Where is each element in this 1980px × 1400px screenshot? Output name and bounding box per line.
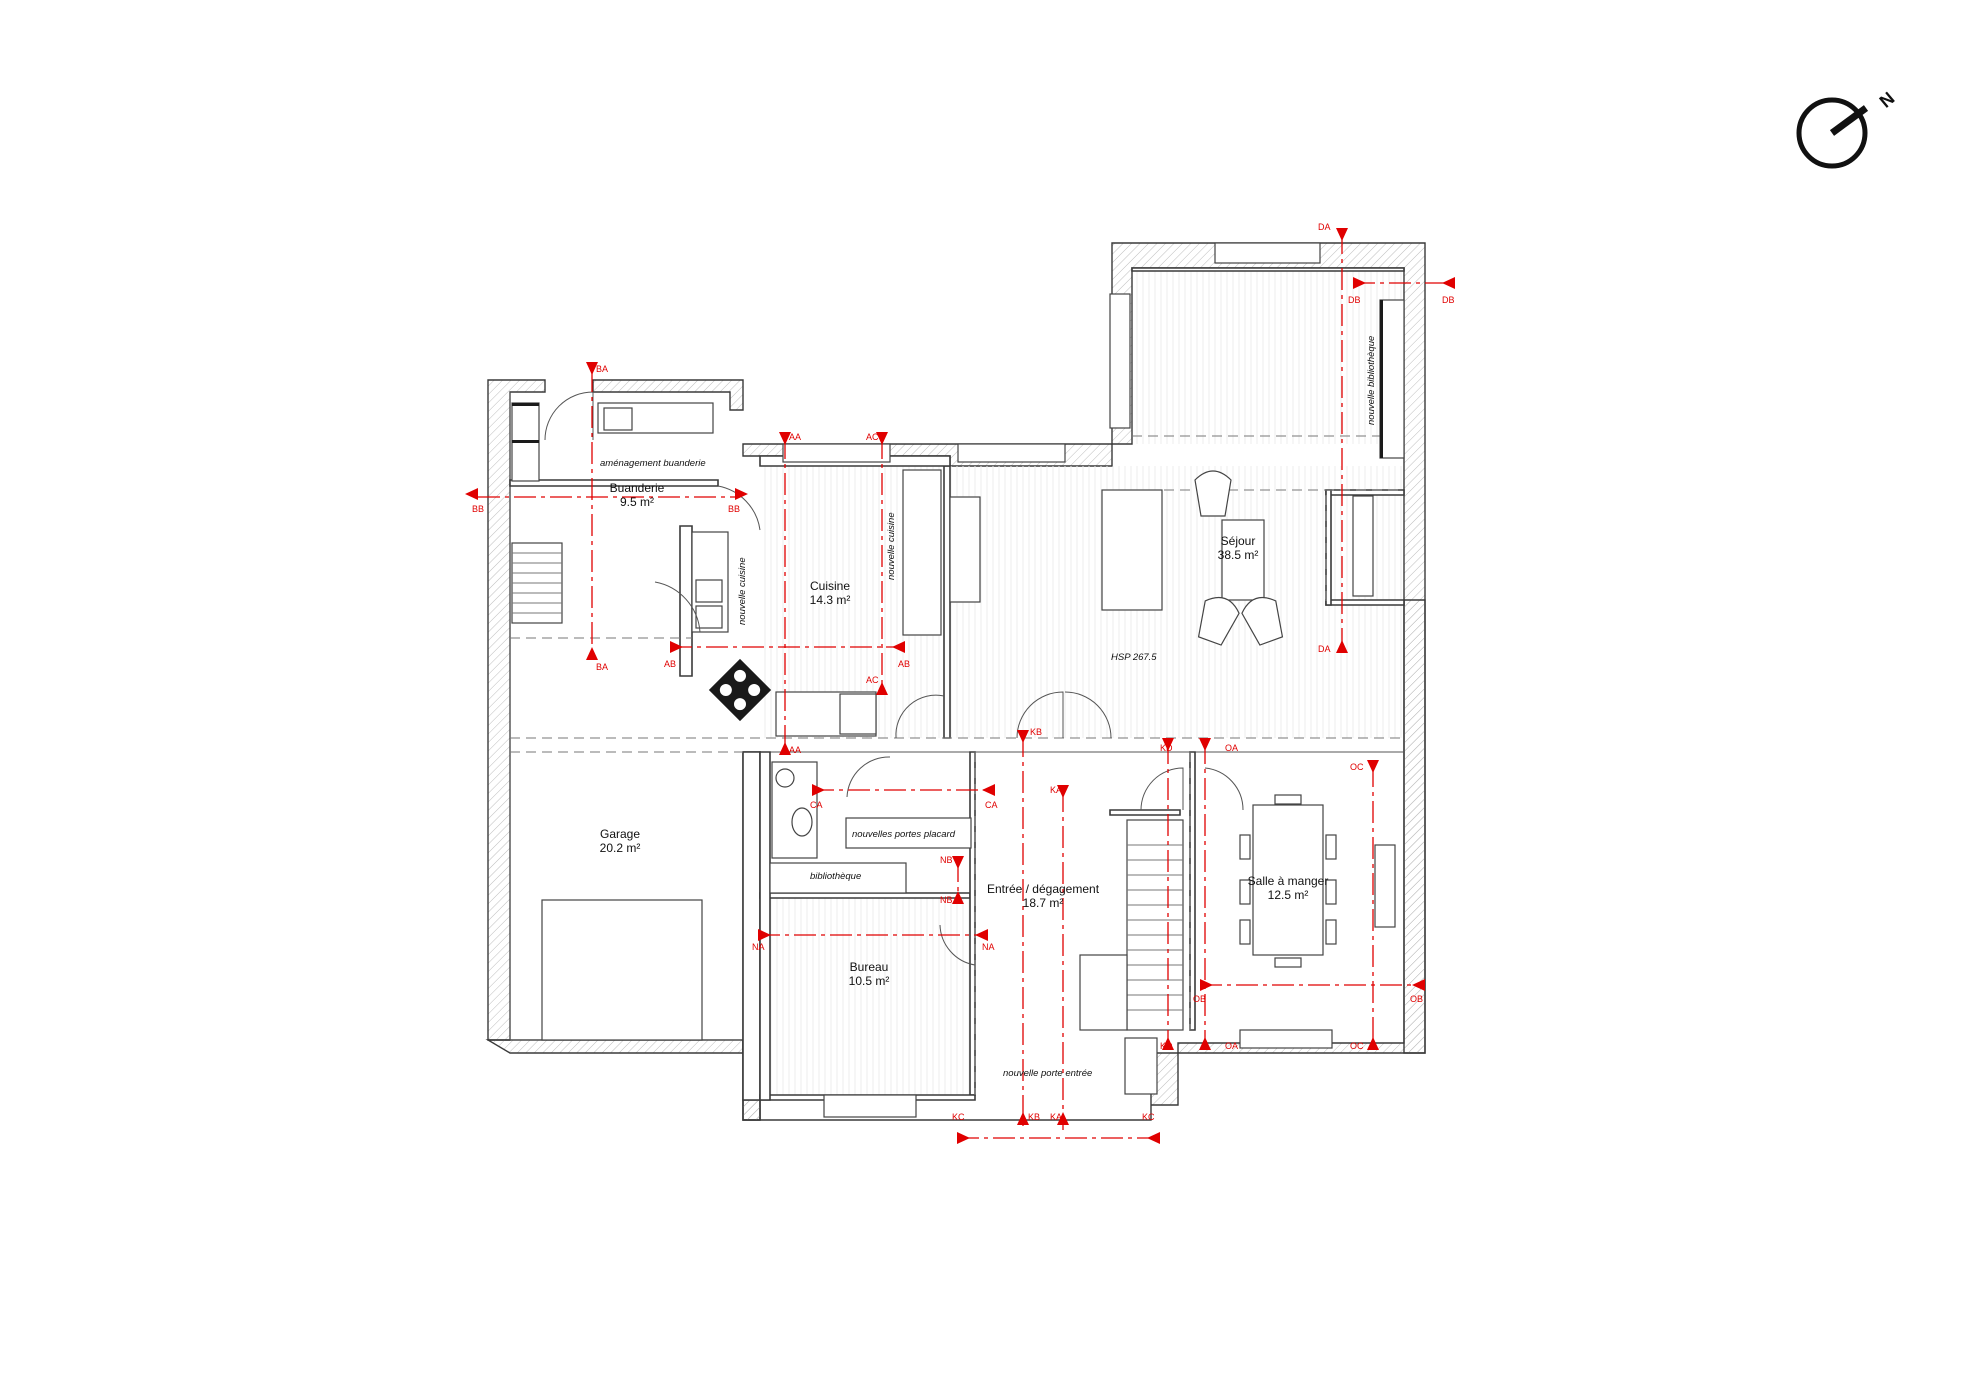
room-name-garage: Garage: [600, 827, 640, 841]
marker-AC-top: AC: [866, 432, 879, 442]
marker-NA-left: NA: [752, 942, 765, 952]
note-nouvelle-bibliotheque: nouvelle bibliothèque: [1366, 336, 1377, 425]
note-nouvelle-porte-entree: nouvelle porte entrée: [1003, 1068, 1092, 1079]
note-nouvelle-cuisine-left: nouvelle cuisine: [737, 557, 748, 625]
marker-AC-bottom: AC: [866, 675, 879, 685]
room-area-buanderie: 9.5 m²: [620, 495, 654, 509]
marker-OA-bottom: OA: [1225, 1041, 1238, 1051]
marker-KA-bottom: KA: [1050, 1112, 1062, 1122]
room-name-cuisine: Cuisine: [810, 579, 850, 593]
note-amenagement-buanderie: aménagement buanderie: [600, 458, 706, 469]
marker-KA-top: KA: [1050, 785, 1062, 795]
room-area-garage: 20.2 m²: [600, 841, 641, 855]
stairs: [511, 542, 1184, 1031]
furniture: [511, 299, 1405, 1095]
marker-KD-top: KD: [1160, 743, 1173, 753]
marker-DA-bottom: DA: [1318, 644, 1331, 654]
room-area-salle-a-manger: 12.5 m²: [1268, 888, 1309, 902]
marker-OC-bottom: OC: [1350, 1041, 1364, 1051]
room-labels: Buanderie 9.5 m² Cuisine 14.3 m² Séjour …: [600, 481, 1329, 988]
room-name-sejour: Séjour: [1221, 534, 1256, 548]
marker-AB-right: AB: [898, 659, 910, 669]
note-hsp: HSP 267.5: [1111, 652, 1157, 663]
note-nouvelle-cuisine-right: nouvelle cuisine: [886, 512, 897, 580]
room-name-salle-a-manger: Salle à manger: [1248, 874, 1329, 888]
marker-OB-left: OB: [1193, 994, 1206, 1004]
marker-KC-right: KC: [1142, 1112, 1155, 1122]
compass-label: N: [1876, 88, 1899, 112]
marker-NB-bottom: NB: [940, 895, 953, 905]
marker-AA-bottom: AA: [789, 745, 801, 755]
section-markers: BA BA BB BB AA AA AB AB AC AC DA DA DB D…: [465, 222, 1455, 1144]
marker-KB-top: KB: [1030, 727, 1042, 737]
annotations: aménagement buanderie nouvelle cuisine n…: [600, 336, 1377, 1079]
room-name-entree: Entrée / dégagement: [987, 882, 1100, 896]
room-area-cuisine: 14.3 m²: [810, 593, 851, 607]
marker-DB-left: DB: [1348, 295, 1361, 305]
marker-DA-top: DA: [1318, 222, 1331, 232]
marker-NA-right: NA: [982, 942, 995, 952]
marker-BB-right: BB: [728, 504, 740, 514]
marker-OB-right: OB: [1410, 994, 1423, 1004]
marker-KC-left: KC: [952, 1112, 965, 1122]
room-name-bureau: Bureau: [850, 960, 889, 974]
marker-KD-bottom: KD: [1160, 1041, 1173, 1051]
marker-AA-top: AA: [789, 432, 801, 442]
note-bibliotheque: bibliothèque: [810, 871, 861, 882]
marker-BB-left: BB: [472, 504, 484, 514]
marker-NB-top: NB: [940, 855, 953, 865]
north-compass-icon: N: [1796, 88, 1899, 169]
note-nouvelles-portes-placard: nouvelles portes placard: [852, 829, 956, 840]
room-name-buanderie: Buanderie: [610, 481, 665, 495]
marker-KB-bottom: KB: [1028, 1112, 1040, 1122]
room-area-sejour: 38.5 m²: [1218, 548, 1259, 562]
ceiling-lines: [510, 435, 1404, 1095]
marker-BA-top: BA: [596, 364, 608, 374]
marker-CA-right: CA: [985, 800, 998, 810]
garage-door: [541, 899, 703, 1041]
marker-BA-bottom: BA: [596, 662, 608, 672]
marker-AB-left: AB: [664, 659, 676, 669]
marker-OC-top: OC: [1350, 762, 1364, 772]
marker-DB-right: DB: [1442, 295, 1455, 305]
room-area-bureau: 10.5 m²: [849, 974, 890, 988]
marker-CA-left: CA: [810, 800, 823, 810]
marker-OA-top: OA: [1225, 743, 1238, 753]
room-area-entree: 18.7 m²: [1023, 896, 1064, 910]
section-cut-lines: [478, 232, 1455, 1139]
windows: [782, 242, 1396, 1118]
